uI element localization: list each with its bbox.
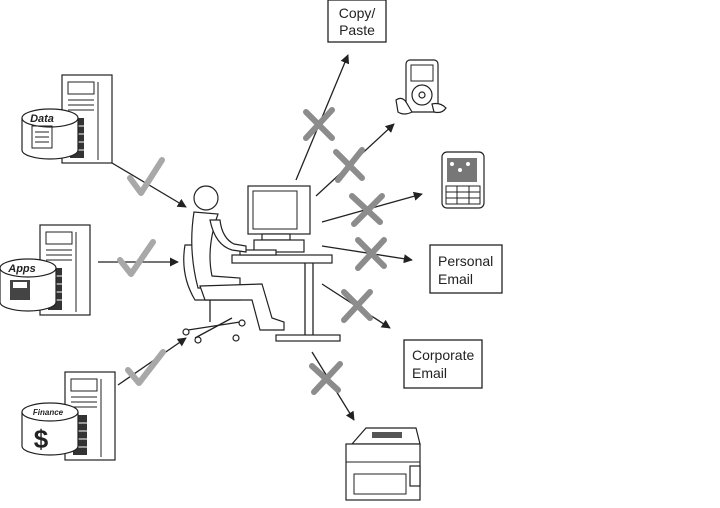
user-at-computer (182, 185, 341, 344)
copy-paste-line2: Paste (339, 22, 375, 38)
data-cylinder: Data (21, 108, 79, 160)
x-icon (303, 107, 335, 141)
smartphone-icon (441, 151, 485, 209)
personal-email-line1: Personal (438, 253, 493, 269)
x-icon (355, 237, 387, 271)
check-icon (117, 239, 156, 277)
dollar-symbol: $ (34, 424, 49, 454)
personal-email-box: Personal Email (429, 244, 503, 294)
corporate-email-line1: Corporate (412, 347, 474, 363)
apps-cylinder: Apps (0, 258, 57, 312)
copy-paste-line1: Copy/ (339, 5, 376, 21)
corporate-email-line2: Email (412, 365, 447, 381)
x-icon (341, 289, 373, 323)
x-icon (333, 147, 365, 183)
x-icon (349, 193, 385, 227)
copy-paste-box: Copy/ Paste (327, 0, 387, 43)
music-player-icon (395, 59, 447, 115)
check-icon (127, 157, 165, 196)
printer-icon (345, 427, 421, 501)
finance-cylinder: Finance $ (21, 402, 79, 456)
personal-email-line2: Email (438, 271, 473, 287)
x-icon (309, 361, 343, 395)
apps-label: Apps (7, 263, 36, 275)
corporate-email-box: Corporate Email (403, 339, 483, 389)
check-icon (125, 349, 166, 386)
finance-label: Finance (33, 408, 64, 417)
data-label: Data (30, 113, 54, 125)
